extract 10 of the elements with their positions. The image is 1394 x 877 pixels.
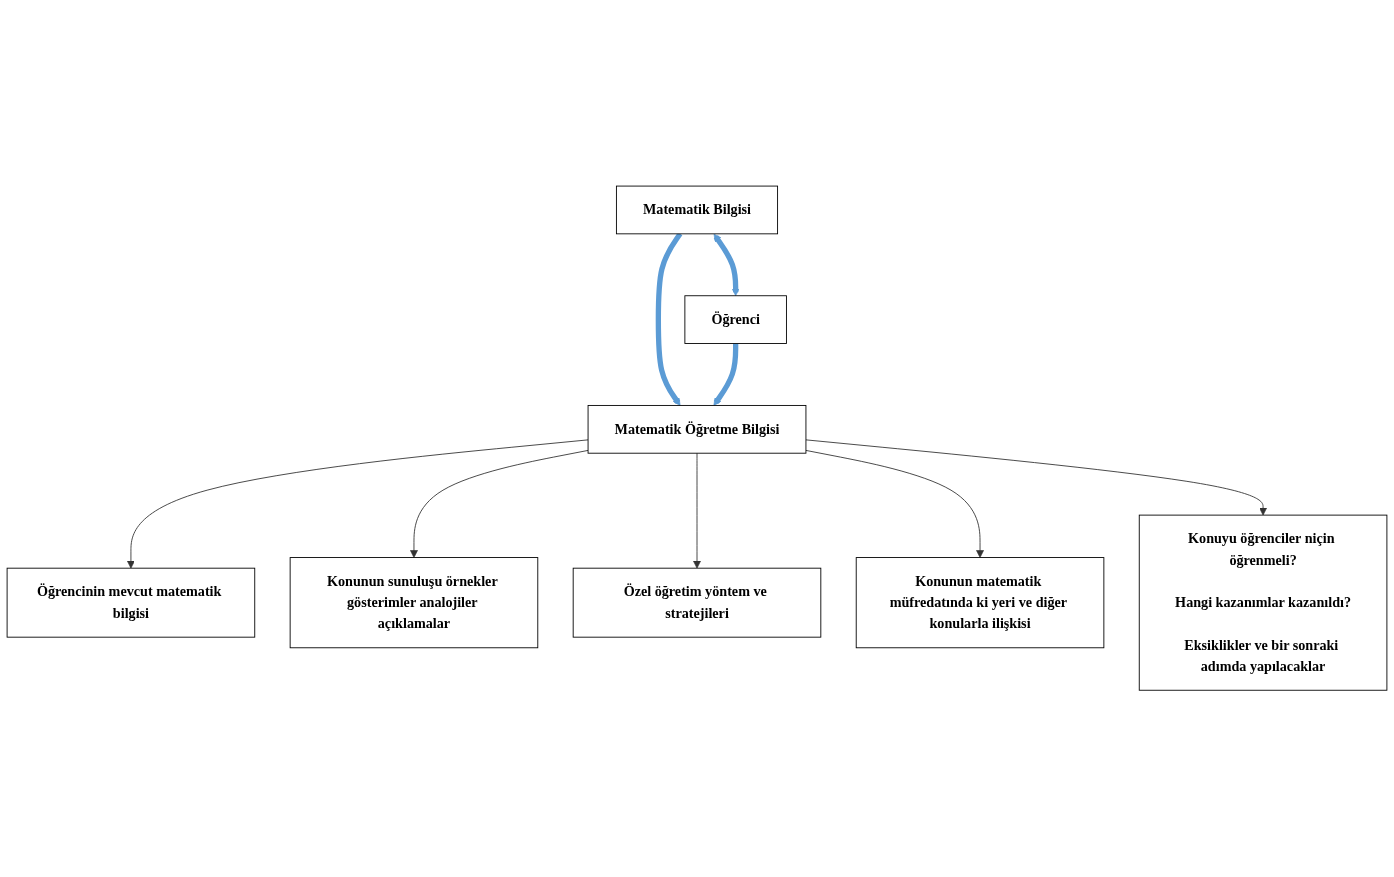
node-box: Konuyu öğrenciler niçin öğrenmeli? Hangi kazanımlar kazanıldı? Eksiklikler ve bir sonraki adımda yapılacaklar: [1138, 515, 1388, 692]
arrow: [713, 343, 739, 407]
node-box: Konunun sunuluşu örnekler gösterimler analojiler açıklamalar: [289, 557, 539, 649]
node-box: Özel öğretim yöntem ve stratejileri: [572, 568, 822, 638]
node-box: Konunun matematik müfredatında ki yeri ve diğer konularla ilişkisi: [855, 557, 1105, 649]
node-box: Matematik Öğretme Bilgisi: [587, 405, 807, 454]
arrow: [713, 234, 740, 297]
node-box: Matematik Bilgisi: [615, 186, 779, 235]
node-box: Öğrencinin mevcut matematik bilgisi: [6, 568, 256, 638]
node-box: Öğrenci: [684, 295, 787, 345]
